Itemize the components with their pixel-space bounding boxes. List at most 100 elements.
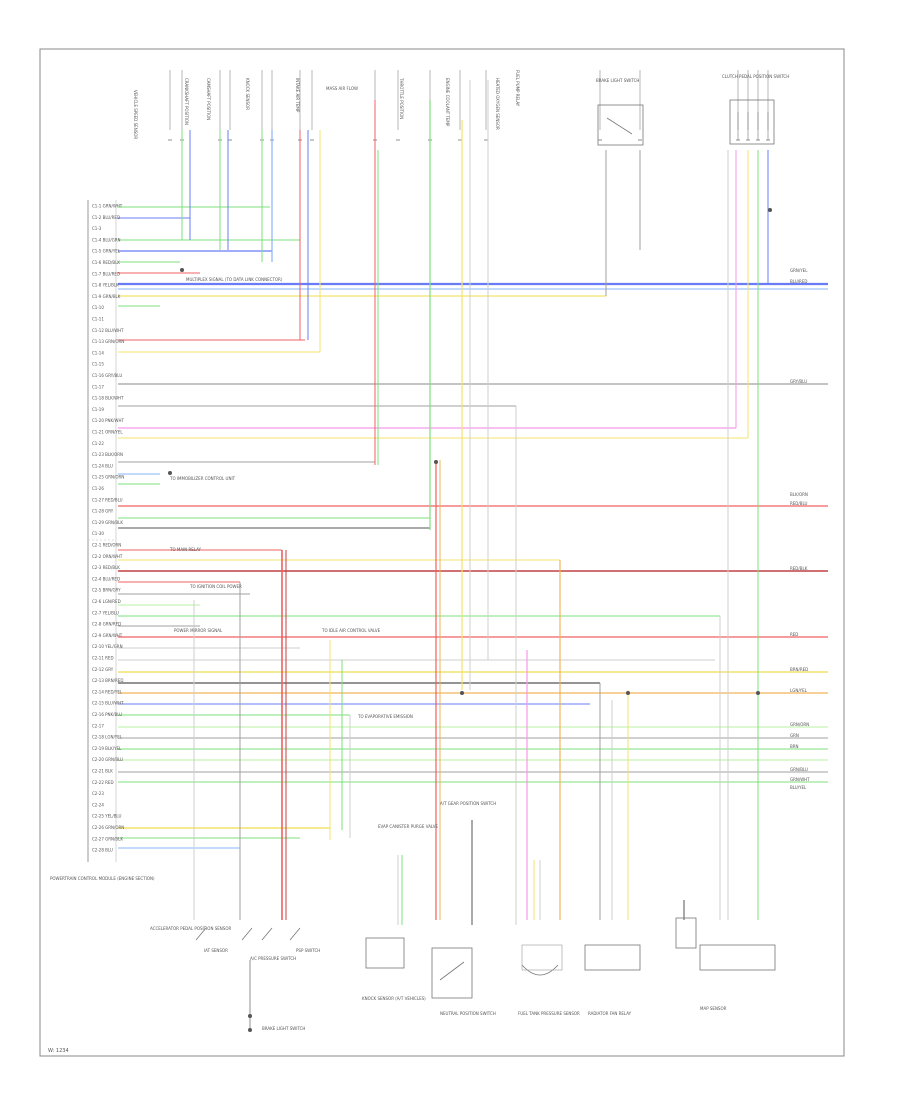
pin-label: C1-14 [92, 350, 104, 355]
pin-label: C1-19 [92, 407, 104, 412]
pin-label: C2-15 BLU/WHT [92, 701, 124, 706]
junction-dot [626, 691, 630, 695]
mid-label: POWER MIRROR SIGNAL [174, 628, 223, 633]
bottom-label: PSP SWITCH [296, 948, 320, 953]
bottom-label: KNOCK SENSOR (A/T VEHICLES) [362, 996, 426, 1001]
top-label: CAMSHAFT POSITION [206, 78, 211, 120]
bottom-label: IAT SENSOR [204, 948, 228, 953]
pin-label: C2-11 RED [92, 656, 114, 661]
pin-label: C1-8 YEL/BLK [92, 283, 119, 288]
pin-label: C2-17 [92, 723, 104, 728]
pin-label: C1-10 [92, 305, 104, 310]
pin-label: C1-27 RED/BLU [92, 497, 123, 502]
pin-label: C1-7 BLU/RED [92, 271, 120, 276]
pin-label: C1-30 [92, 531, 104, 536]
bottom-label: A/T GEAR POSITION SWITCH [440, 801, 496, 806]
pin-label: C2-24 [92, 802, 104, 807]
pin-label: C1-20 PNK/WHT [92, 418, 124, 423]
bottom-label: MAP SENSOR [700, 1006, 727, 1011]
pin-label: C1-29 GRN/BLK [92, 520, 123, 525]
pin-label: C1-1 GRN/WHT [92, 204, 123, 209]
top-label: CRANKSHAFT POSITION [184, 78, 189, 125]
vertical-wires [168, 80, 772, 925]
junction-dot [768, 208, 772, 212]
pin-label: C1-11 [92, 317, 104, 322]
pin-label: C2-23 [92, 791, 104, 796]
top-labels: VEHICLE SPEED SENSOR CRANKSHAFT POSITION… [133, 70, 789, 139]
bottom-labels: POWERTRAIN CONTROL MODULE (ENGINE SECTIO… [48, 801, 727, 1054]
pin-label: C2-18 LGN/YEL [92, 735, 123, 740]
pin-label: C2-8 GRN/RED [92, 622, 121, 627]
top-components [597, 99, 775, 146]
right-label: BRN/RED [790, 667, 808, 672]
pin-label: C2-14 RED/YEL [92, 689, 123, 694]
top-label: BRAKE LIGHT SWITCH [596, 78, 639, 83]
bottom-label: ACCELERATOR PEDAL POSITION SENSOR [150, 926, 231, 931]
top-label: ENGINE COOLANT TEMP [445, 78, 450, 127]
junction-dot [756, 691, 760, 695]
top-label: CLUTCH PEDAL POSITION SWITCH [722, 74, 789, 79]
right-label: BRN [790, 744, 799, 749]
right-label: GRY/BLU [790, 379, 807, 384]
pin-label: C2-6 LGN/RED [92, 599, 121, 604]
bottom-label: RADIATOR FAN RELAY [588, 1011, 632, 1016]
pcm-connector [87, 200, 117, 862]
right-label: RED/BLK [790, 566, 808, 571]
junction-dot [434, 460, 438, 464]
pin-label: C2-13 BRN/RED [92, 678, 123, 683]
top-label: THROTTLE POSITION [399, 77, 404, 119]
pin-label: C2-16 PNK/BLU [92, 712, 122, 717]
mid-label: TO MAIN RELAY [169, 547, 202, 552]
bottom-label: NEUTRAL POSITION SWITCH [440, 1011, 496, 1016]
pin-label: C2-26 GRN/ORN [92, 825, 124, 830]
pin-label: C1-18 BLK/WHT [92, 396, 124, 401]
pin-label: C1-24 BLU [92, 463, 113, 468]
mid-label: TO IMMOBILIZER CONTROL UNIT [169, 476, 236, 481]
pin-label: C2-25 YEL/BLU [92, 814, 121, 819]
mid-label: TO IDLE AIR CONTROL VALVE [321, 628, 381, 633]
bottom-label: A/C PRESSURE SWITCH [250, 956, 296, 961]
pin-label: C1-22 [92, 441, 104, 446]
mid-label: TO EVAPORATIVE EMISSION [357, 714, 413, 719]
junction-dot [460, 691, 464, 695]
top-label: MASS AIR FLOW [326, 86, 358, 91]
pin-label: C1-6 RED/BLK [92, 260, 120, 265]
right-label: GRN/WHT [790, 777, 810, 782]
pin-label: C1-25 GRN/ORN [92, 475, 124, 480]
pin-label: C1-16 GRY/BLU [92, 373, 122, 378]
pin-label: C2-20 GRN/BLU [92, 757, 123, 762]
pin-label: C2-27 GRN/BLK [92, 836, 123, 841]
pin-label: C1-5 GRN/YEL [92, 249, 121, 254]
right-label: GRN/YEL [790, 268, 808, 273]
right-label: RED/BLU [790, 501, 808, 506]
pin-label: C1-28 GRY [92, 509, 114, 514]
pin-label: C1-12 BLU/WHT [92, 328, 124, 333]
top-sensor-leads [168, 70, 770, 141]
top-label: KNOCK SENSOR [245, 78, 250, 110]
pin-label: C2-4 BLU/RED [92, 576, 120, 581]
right-label: BLU/YEL [790, 785, 807, 790]
pin-label: C2-7 YEL/BLU [92, 610, 119, 615]
pin-label: C1-13 GRN/ORN [92, 339, 124, 344]
pin-label: C2-1 RED/ORN [92, 543, 121, 548]
bottom-components [195, 917, 776, 1032]
pin-label: C1-4 BLU/GRN [92, 237, 121, 242]
bottom-label: FUEL TANK PRESSURE SENSOR [518, 1011, 580, 1016]
pin-label: C2-2 ORN/WHT [92, 554, 123, 559]
pin-label: C1-21 ORN/YEL [92, 430, 123, 435]
diagram-frame [39, 48, 845, 1057]
pin-label: C1-15 [92, 362, 104, 367]
right-label: BLU/RED [790, 279, 807, 284]
bottom-label: EVAP CANISTER PURGE VALVE [378, 824, 438, 829]
right-label: GRN/ORN [790, 722, 809, 727]
pin-label: C2-28 BLU [92, 848, 113, 853]
pin-label: C2-21 BLK [92, 769, 113, 774]
mid-label: TO IGNITION COIL POWER [189, 584, 242, 589]
pin-label: C1-17 [92, 384, 104, 389]
pin-label: C2-12 GRY [92, 667, 114, 672]
pin-label: C2-9 GRN/WHT [92, 633, 123, 638]
right-label: RED [790, 632, 798, 637]
